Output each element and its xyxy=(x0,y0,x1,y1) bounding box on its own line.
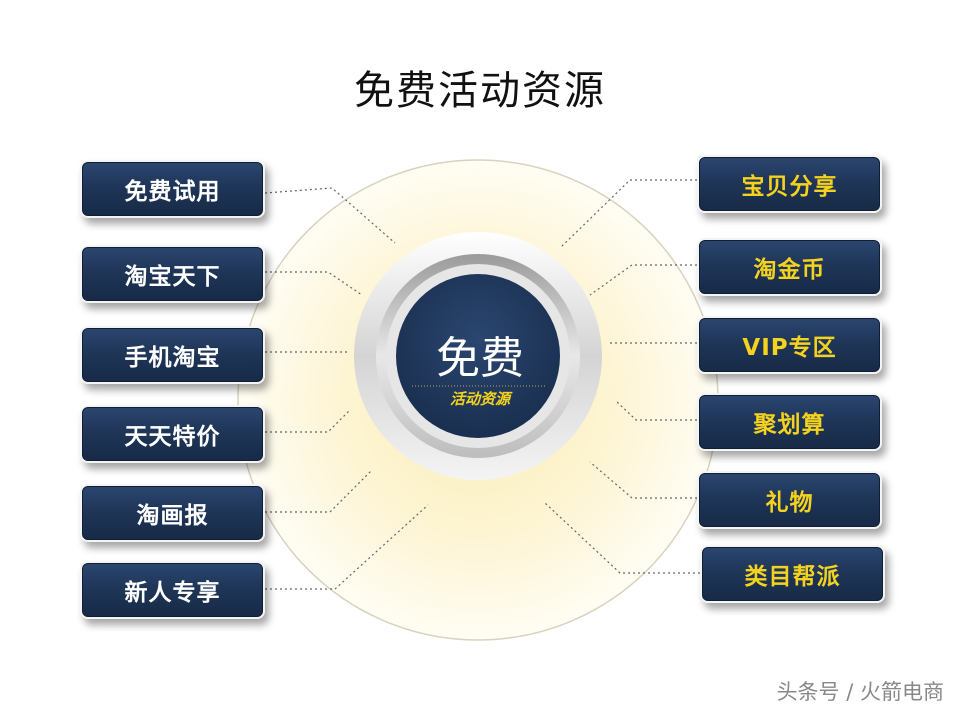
item-label: 淘金币 xyxy=(753,257,826,283)
watermark: 头条号 / 火箭电商 xyxy=(776,680,944,704)
item-box-left-6: 新人专享 xyxy=(80,561,265,619)
item-box-right-5: 礼物 xyxy=(697,471,882,529)
connector-lines xyxy=(264,179,700,590)
item-label: 免费试用 xyxy=(124,179,221,205)
item-label: 宝贝分享 xyxy=(741,174,838,200)
item-box-left-3: 手机淘宝 xyxy=(80,326,265,384)
item-box-left-1: 免费试用 xyxy=(80,160,265,218)
item-label: 礼物 xyxy=(765,490,814,516)
item-box-right-6: 类目帮派 xyxy=(700,545,885,603)
item-box-left-2: 淘宝天下 xyxy=(80,245,265,303)
item-box-left-5: 淘画报 xyxy=(80,484,265,542)
center-title: 免费 xyxy=(436,333,524,384)
page-title: 免费活动资源 xyxy=(354,68,606,114)
center-disc xyxy=(396,274,560,438)
item-box-left-4: 天天特价 xyxy=(80,405,265,463)
item-box-right-2: 淘金币 xyxy=(697,238,882,296)
item-label: 天天特价 xyxy=(124,424,221,450)
item-box-right-3: VIP专区 xyxy=(697,316,882,374)
center-subtitle: 活动资源 xyxy=(449,390,510,408)
item-label: 类目帮派 xyxy=(744,564,841,590)
item-label: 新人专享 xyxy=(124,580,221,606)
item-box-right-1: 宝贝分享 xyxy=(697,155,882,213)
item-label: 淘宝天下 xyxy=(124,264,221,290)
item-label: 淘画报 xyxy=(136,503,209,529)
item-box-right-4: 聚划算 xyxy=(697,393,882,451)
item-label: 手机淘宝 xyxy=(124,345,221,371)
item-label: 聚划算 xyxy=(753,412,826,438)
item-label: VIP专区 xyxy=(742,335,837,361)
